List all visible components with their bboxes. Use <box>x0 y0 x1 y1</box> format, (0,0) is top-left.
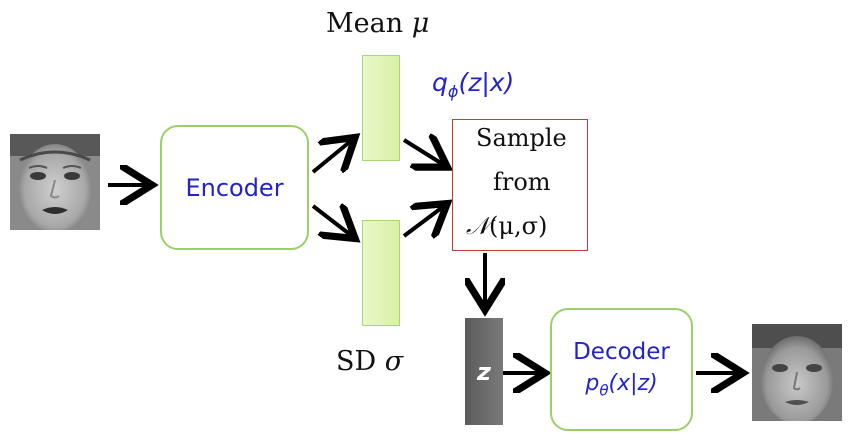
arrow-encoder-to-sd <box>311 206 352 236</box>
output-face-image <box>752 324 842 424</box>
sample-box <box>452 119 588 251</box>
decoder-sub: θ <box>599 381 609 400</box>
latent-z-box: z <box>465 318 503 425</box>
mean-symbol: μ <box>411 8 430 39</box>
sd-vector <box>362 220 400 326</box>
encoder-label: Encoder <box>185 173 284 202</box>
encoder-box: Encoder <box>160 125 309 250</box>
arrow-encoder-to-mean <box>311 140 352 174</box>
latent-z-label: z <box>477 357 491 386</box>
posterior-args: (z|x) <box>458 68 515 97</box>
decoder-likelihood: pθ(x|z) <box>585 371 657 399</box>
sample-line1: Sample <box>476 124 567 152</box>
posterior-label: qϕ(z|x) <box>432 68 514 101</box>
mean-label: Mean μ <box>326 8 429 39</box>
sample-line2: from <box>493 168 551 196</box>
sample-dist: 𝒩(μ,σ) <box>466 212 547 240</box>
sd-text: SD <box>336 346 377 377</box>
arrow-mean-to-sample <box>402 140 444 165</box>
decoder-box: Decoder pθ(x|z) <box>550 308 693 431</box>
mean-text: Mean <box>326 8 404 39</box>
posterior-q: q <box>432 68 448 97</box>
normal-dist-symbol: 𝒩 <box>466 212 489 240</box>
normal-dist-args: (μ,σ) <box>489 212 548 240</box>
sd-symbol: σ <box>384 346 404 377</box>
decoder-label: Decoder <box>573 339 670 366</box>
decoder-args: (x|z) <box>608 371 658 397</box>
decoder-p: p <box>585 371 600 397</box>
posterior-sub: ϕ <box>447 82 459 101</box>
mean-vector <box>362 55 400 161</box>
arrow-sd-to-sample <box>402 206 444 236</box>
input-face-image <box>10 134 100 232</box>
sd-label: SD σ <box>336 346 403 377</box>
